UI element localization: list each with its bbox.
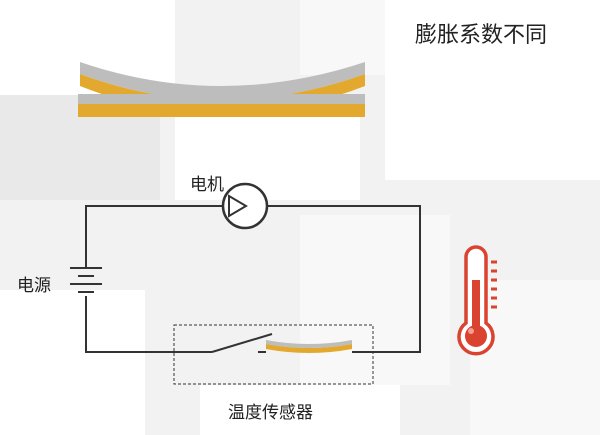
metal-a-label: 金属A (462, 70, 506, 89)
background-tile (175, 110, 360, 200)
power-source-label: 电源 (17, 276, 51, 296)
battery-icon (70, 267, 102, 293)
background-tile (200, 385, 400, 435)
temperature-sensor-box (173, 324, 374, 385)
background-tile (300, 215, 450, 385)
bimetallic-strip-flat (78, 94, 365, 117)
temperature-sensor-label: 温度传感器 (228, 403, 313, 423)
motor-label: 电机 (190, 175, 224, 195)
sensor-bimetal-strip (266, 340, 352, 353)
switch-icon (211, 333, 273, 353)
motor-icon (221, 182, 269, 230)
thermometer-icon (457, 245, 497, 356)
circuit-wires (85, 205, 421, 353)
page-title: 膨胀系数不同 (415, 23, 548, 48)
background-tile (385, 0, 600, 180)
metal-b-label: 金属B (457, 140, 501, 159)
background-tile (0, 290, 145, 435)
